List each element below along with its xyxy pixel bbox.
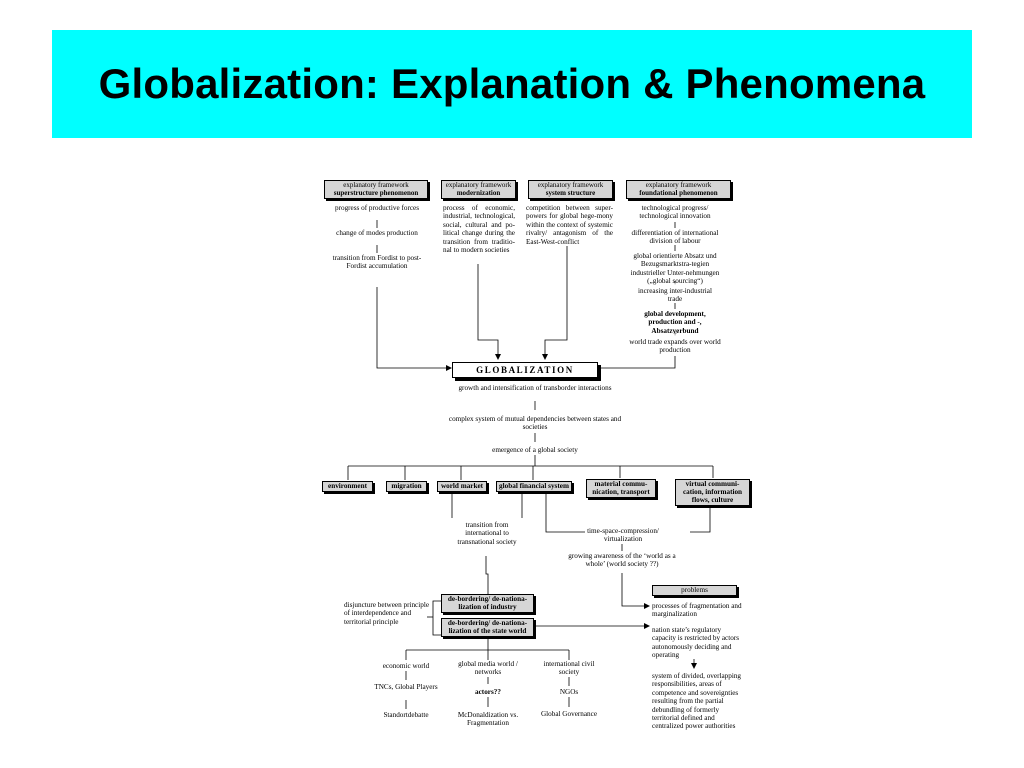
globalization-box: GLOBALIZATION [452, 362, 598, 378]
col1-progress: progress of productive forces [334, 204, 420, 212]
bottom-governance: Global Governance [540, 710, 598, 718]
bottom-standort: Standortdebatte [383, 711, 429, 719]
col4-plus-1: + [672, 279, 678, 287]
center-growth: growth and intensification of transborde… [458, 384, 612, 392]
framework-modernization: explanatory framework modernization [441, 180, 516, 199]
col4-verbund: global development, production and -, Ab… [644, 310, 706, 335]
debordering-state: de-bordering/ de-nationa-lization of the… [441, 618, 534, 637]
col4-division: differentiation of international divisio… [631, 229, 719, 246]
category-migration: migration [386, 481, 427, 492]
problems-box: problems [652, 585, 737, 596]
col4-tech: technological progress/ technological in… [639, 204, 711, 221]
awareness-text: growing awareness of the ‘world as a who… [568, 552, 676, 569]
page-title: Globalization: Explanation & Phenomena [98, 60, 926, 107]
center-global-society: emergence of a global society [492, 446, 578, 454]
col1-transition: transition from Fordist to post-Fordist … [332, 254, 422, 271]
problems-fragmentation: processes of fragmentation and marginali… [652, 602, 742, 619]
problems-regulatory: nation state’s regulatory capacity is re… [652, 626, 740, 660]
col4-world-trade: world trade expands over world productio… [629, 338, 721, 355]
col2-modernization-text: process of economic, industrial, technol… [443, 204, 515, 255]
framework-superstructure: explanatory framework superstructure phe… [324, 180, 428, 199]
category-world-market: world market [437, 481, 487, 492]
disjuncture-text: disjuncture between principle of interde… [344, 601, 430, 626]
category-virtual-comm: virtual communi-cation, information flow… [675, 479, 750, 506]
col4-sourcing: global orientierte Absatz und Bezugsmark… [630, 252, 720, 286]
title-banner: Globalization: Explanation & Phenomena [52, 30, 972, 138]
col1-change: change of modes production [336, 229, 418, 237]
bottom-ngos: NGOs [559, 688, 579, 696]
problems-system: system of divided, overlapping responsib… [652, 672, 742, 731]
framework-foundational: explanatory framework foundational pheno… [626, 180, 731, 199]
debordering-industry: de-bordering/ de-nationa-lization of ind… [441, 594, 534, 613]
transition-text: transition from international to transna… [457, 521, 517, 546]
col3-system-text: competition between super-powers for glo… [526, 204, 613, 246]
category-environment: environment [322, 481, 373, 492]
center-dependencies: complex system of mutual dependencies be… [448, 415, 622, 432]
framework-system-structure: explanatory framework system structure [528, 180, 613, 199]
category-material-comm: material commu-nication, transport [586, 479, 656, 498]
category-global-financial: global financial system [496, 481, 572, 492]
bottom-civil-society: international civil society [543, 660, 595, 677]
bottom-economic-world: economic world [382, 662, 430, 670]
bottom-tncs: TNCs, Global Players [374, 683, 438, 691]
bottom-actors: actors?? [475, 688, 501, 696]
time-space-text: time-space-compression/ virtualization [587, 527, 659, 544]
col4-plus-2: + [672, 330, 678, 338]
col4-trade: increasing inter-industrial trade [638, 287, 712, 304]
bottom-media: global media world / networks [458, 660, 518, 677]
bottom-mcdonaldization: McDonaldization vs. Fragmentation [457, 711, 519, 728]
